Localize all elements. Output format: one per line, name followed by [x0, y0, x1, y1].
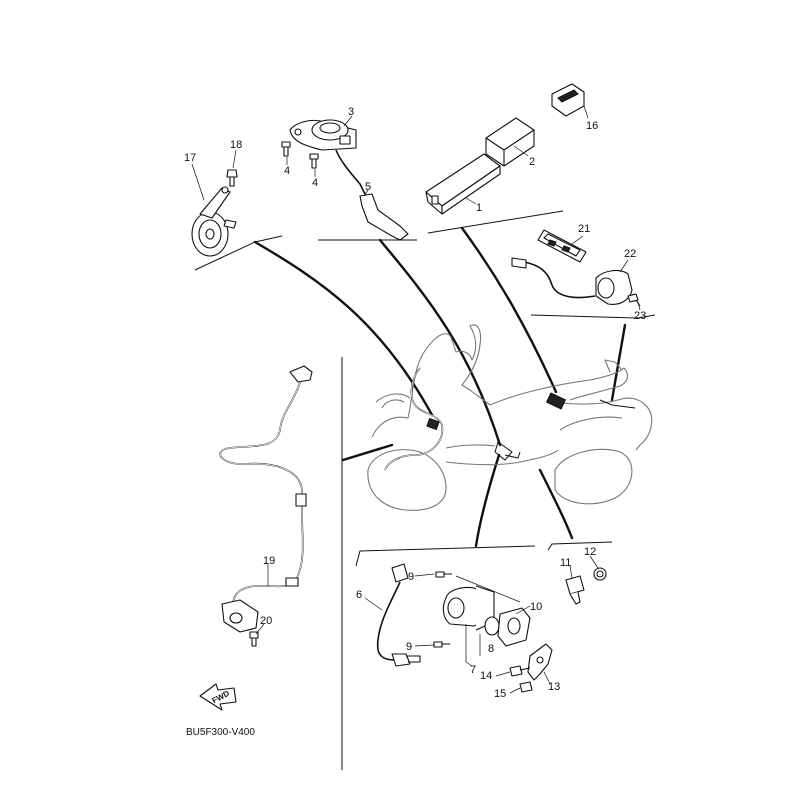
temp-sensor-assembly — [565, 567, 607, 605]
seat-rear-outline — [489, 367, 653, 451]
callout-15: 15 — [494, 688, 506, 700]
callout-21: 21 — [578, 223, 590, 235]
temp-sensor — [565, 575, 585, 595]
route-sensor — [341, 443, 394, 462]
isc-on-frame — [494, 441, 521, 461]
callouts: 1 2 3 4 4 5 6 7 8 9 9 10 11 12 13 14 15 … — [184, 106, 646, 700]
wheel-sensor-assembly — [219, 365, 313, 647]
switch-assembly — [511, 229, 641, 307]
callout-12: 12 — [584, 546, 596, 558]
callout-9a: 9 — [408, 571, 414, 583]
isc-assembly — [376, 563, 531, 667]
horn-terminal — [223, 219, 237, 229]
callout-10: 10 — [530, 601, 542, 613]
relay-small — [551, 83, 585, 117]
rear-wheel-outline — [554, 448, 633, 505]
callout-7: 7 — [470, 664, 476, 676]
route-switch — [610, 323, 627, 402]
route-coil — [378, 238, 502, 447]
isc-screw-bottom — [433, 641, 450, 648]
spark-plug-lead — [335, 149, 367, 197]
bracket-assembly — [509, 643, 553, 693]
floorboard-outline — [445, 449, 559, 466]
callout-4b: 4 — [312, 177, 318, 189]
harness-connector — [426, 417, 440, 431]
route-relay — [460, 226, 558, 394]
route-horn — [253, 240, 434, 417]
fwd-arrow: FWD — [199, 683, 237, 711]
headlight-outline — [375, 393, 411, 409]
fwd-arrow-icon — [199, 683, 237, 711]
callout-6: 6 — [356, 589, 362, 601]
callout-3: 3 — [348, 106, 354, 118]
boundary-switches — [530, 314, 656, 319]
o-ring — [484, 616, 500, 636]
callout-14: 14 — [480, 670, 492, 682]
callout-18: 18 — [230, 139, 242, 151]
callout-23: 23 — [634, 310, 646, 322]
o2-connector — [391, 563, 409, 583]
horn-bolt — [226, 169, 238, 187]
callout-16: 16 — [586, 120, 598, 132]
boundary-temp-sensor — [547, 541, 613, 551]
leader-lines — [191, 105, 641, 694]
callout-4a: 4 — [284, 165, 290, 177]
boundary-relays — [427, 210, 564, 234]
callout-2: 2 — [529, 156, 535, 168]
sensor-bolt — [249, 631, 259, 647]
o2-sensor — [391, 653, 421, 667]
bracket-nut — [519, 681, 533, 693]
callout-9b: 9 — [406, 641, 412, 653]
switch-lead — [523, 261, 596, 299]
callout-8: 8 — [488, 643, 494, 655]
callout-19: 19 — [263, 555, 275, 567]
routing-lines — [253, 226, 627, 548]
switch-on-frame — [599, 399, 636, 409]
relay-assembly — [425, 83, 585, 215]
horn-assembly — [191, 169, 238, 257]
front-wheel-outline — [367, 449, 447, 511]
coil-bolt-right — [309, 153, 319, 169]
callout-17: 17 — [184, 152, 196, 164]
rear-fender-outline — [559, 416, 623, 431]
relay-on-frame — [545, 392, 567, 410]
callout-22: 22 — [624, 248, 636, 260]
spark-plug-cap — [359, 193, 409, 241]
o2-lead — [376, 581, 401, 661]
route-isc — [474, 453, 501, 548]
callout-20: 20 — [260, 615, 272, 627]
callout-1: 1 — [476, 202, 482, 214]
front-fairing-outline — [371, 324, 491, 438]
route-temp — [538, 468, 574, 540]
boundary-isc — [355, 545, 536, 567]
horn-bracket — [199, 187, 231, 219]
coil-bolt-left — [281, 141, 291, 157]
ignition-coil-assembly — [281, 119, 409, 241]
callout-11: 11 — [560, 557, 571, 569]
drawing-code: BU5F300-V400 — [186, 727, 255, 738]
isc-screw-top — [435, 571, 452, 578]
scooter-silhouette — [367, 324, 653, 511]
callout-13: 13 — [548, 681, 560, 693]
bracket-bolt — [509, 665, 531, 677]
floor-inner-outline — [445, 444, 496, 449]
tail-outline — [604, 359, 623, 373]
sensor-connector — [289, 365, 313, 383]
callout-5: 5 — [365, 181, 371, 193]
group-boundaries — [194, 210, 656, 770]
